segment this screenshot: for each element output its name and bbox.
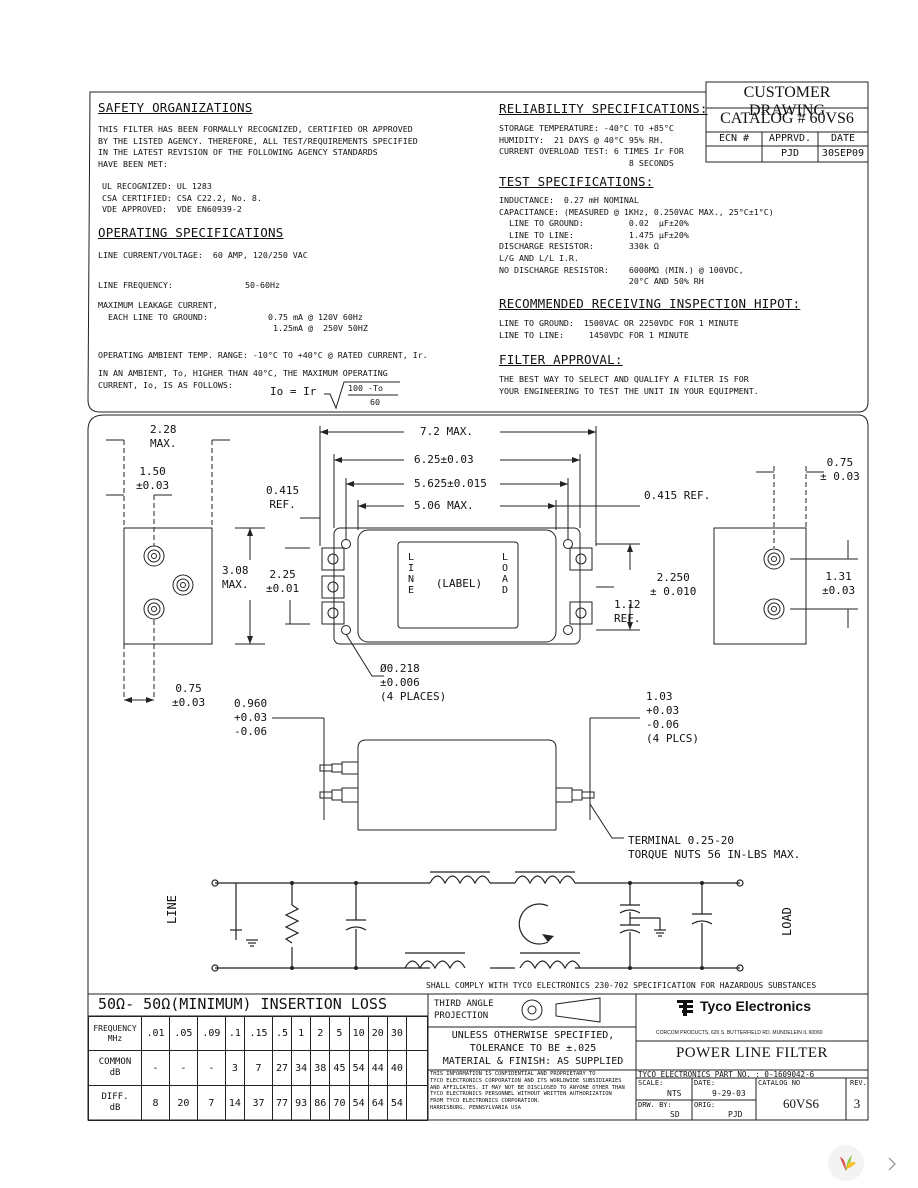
leaf-icon [840,1155,856,1171]
compliance-note: SHALL COMPLY WITH TYCO ELECTRONICS 230-7… [426,981,817,990]
dim-hole-diameter: Ø0.218 ±0.006 (4 PLACES) [380,662,447,703]
chevron-right-icon [888,1157,896,1171]
rev-label: REV. [850,1079,867,1087]
dim-5-06: 5.06 MAX. [414,499,474,512]
date-header: DATE [830,133,856,144]
dim-1-03: 1.03 +0.03 -0.06 (4 PLCS) [646,690,699,745]
dim-1-31: 1.31 ±0.03 [822,570,856,597]
safety-body: THIS FILTER HAS BEEN FORMALLY RECOGNIZED… [98,124,418,169]
next-page-button[interactable] [878,1148,906,1178]
filter-top-view [333,527,581,645]
safety-heading: SAFETY ORGANIZATIONS [98,100,253,115]
catalog-no-value: 60VS6 [782,1096,820,1111]
operating-leakage-2: 1.25mA @ 250V 50HZ [273,323,368,333]
formula-left: Io = Ir [270,385,317,398]
scale-value: NTS [667,1089,682,1098]
label-placeholder: (LABEL) [435,577,483,590]
tyco-logo-icon [677,1000,693,1016]
operating-leakage-1: 0.75 mA @ 120V 60Hz [268,312,363,322]
company-name: Tyco Electronics [700,998,812,1014]
dim-0-960: 0.960 +0.03 -0.06 [234,697,268,738]
dim-3-08: 3.08 MAX. [222,564,249,591]
approved-value: PJD [780,148,800,159]
approval-body: THE BEST WAY TO SELECT AND QUALIFY A FIL… [499,374,759,396]
dim-6-25: 6.25±0.03 [414,453,474,466]
part-number: TYCO ELECTRONICS PART NO. : 0-1609042-6 [638,1070,815,1079]
reliability-body: STORAGE TEMPERATURE: -40°C TO +85°C HUMI… [499,123,684,168]
test-body: INDUCTANCE: 0.27 mH NOMINAL CAPACITANCE:… [499,195,774,287]
safety-agencies: UL RECOGNIZED: UL 1283 CSA CERTIFIED: CS… [102,181,262,215]
tolerance-note: UNLESS OTHERWISE SPECIFIED, TOLERANCE TO… [442,1030,624,1067]
drawn-by-label: DRW. BY: [638,1101,672,1109]
insertion-loss-title: 50Ω- 50Ω(MINIMUM) INSERTION LOSS [98,995,387,1013]
catalog-no-label: CATALOG NO [758,1079,801,1087]
operating-derate: IN AN AMBIENT, To, HIGHER THAN 40°C, THE… [98,368,388,390]
catalog-number: CATALOG # 60VS6 [720,110,854,127]
date-value: 9-29-03 [712,1089,746,1098]
ecn-header: ECN # [718,133,750,144]
scale-label: SCALE: [638,1079,664,1087]
terminal-spec: TERMINAL 0.25-20 TORQUE NUTS 56 IN-LBS M… [628,834,801,861]
approval-heading: FILTER APPROVAL: [499,352,623,367]
third-angle-projection: THIRD ANGLE PROJECTION [434,999,494,1021]
dim-1-12: 1.12 REF. [614,598,641,625]
test-heading: TEST SPECIFICATIONS: [499,174,654,189]
approved-header: APPRVD. [768,133,812,144]
right-end-view [713,527,807,645]
company-address: CORCOM PRODUCTS, 620 S. BUTTERFIELD RD. … [656,1030,823,1036]
customer-drawing-title: CUSTOMER DRAWING [743,84,831,119]
orig-value: PJD [728,1110,743,1119]
product-title: POWER LINE FILTER [675,1045,829,1061]
dim-0-415-left: 0.415 REF. [266,484,300,511]
dim-2-250: 2.250 ± 0.010 [650,571,697,598]
dim-7-2: 7.2 MAX. [420,425,473,438]
operating-ambient: OPERATING AMBIENT TEMP. RANGE: -10°C TO … [98,350,428,360]
operating-line-freq-value: 50-60Hz [245,280,280,290]
operating-line-current: LINE CURRENT/VOLTAGE: 60 AMP, 120/250 VA… [98,250,308,260]
date-label: DATE: [694,1079,716,1087]
left-end-view [123,527,213,645]
hipot-heading: RECOMMENDED RECEIVING INSPECTION HIPOT: [499,296,801,311]
confidential-note: THIS INFORMATION IS CONFIDENTIAL AND PRO… [430,1071,625,1111]
dim-2-25: 2.25 ±0.01 [266,568,300,595]
formula-radical-icon [324,381,400,410]
orig-label: ORIG: [694,1101,716,1109]
date-value: 30SEP09 [821,148,865,159]
drawn-by-value: SD [670,1110,680,1119]
dim-0-75-right: 0.75 ± 0.03 [820,456,860,483]
dim-0-415-right: 0.415 REF. [644,489,711,502]
operating-heading: OPERATING SPECIFICATIONS [98,225,284,240]
formula-denominator: 60 [370,397,380,407]
hipot-body: LINE TO GROUND: 1500VAC OR 2250VDC FOR 1… [499,318,739,340]
formula-numerator: 100 -To [348,383,383,393]
dim-0-75-left: 0.75 ±0.03 [172,682,206,709]
dim-2-28: 2.28 MAX. [150,423,177,450]
dim-5-625: 5.625±0.015 [414,477,487,490]
viewer-logo-button[interactable] [828,1145,864,1181]
filter-side-view [357,739,557,830]
dim-1-50: 1.50 ±0.03 [136,465,170,492]
operating-leakage-label: MAXIMUM LEAKAGE CURRENT, EACH LINE TO GR… [98,300,218,322]
rev-value: 3 [853,1096,861,1111]
operating-line-freq-label: LINE FREQUENCY: [98,280,173,290]
reliability-heading: RELIABILITY SPECIFICATIONS: [499,101,708,116]
